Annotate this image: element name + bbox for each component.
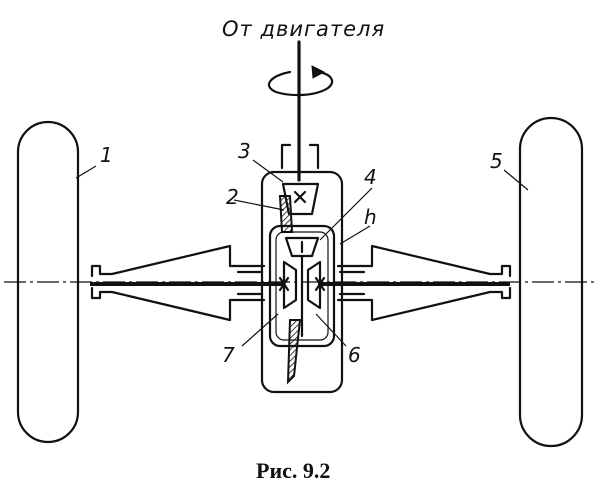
ring-gear bbox=[278, 195, 294, 233]
differential-housing bbox=[260, 170, 344, 394]
right-housing-flange bbox=[336, 254, 374, 312]
lower-ring-gear bbox=[286, 319, 302, 385]
differential-cage-inner bbox=[275, 231, 329, 341]
upper-satellite-gear bbox=[284, 236, 320, 258]
label-3: 3 bbox=[238, 139, 251, 163]
leader-lines bbox=[75, 159, 529, 347]
label-6: 6 bbox=[348, 343, 361, 367]
input-flange-right bbox=[308, 143, 320, 170]
diagram-title: От двигателя bbox=[222, 17, 385, 41]
rotation-arrow-icon bbox=[267, 65, 334, 97]
label-h: h bbox=[364, 205, 377, 229]
label-7: 7 bbox=[222, 343, 235, 367]
differential-cage bbox=[268, 224, 336, 348]
right-side-gear bbox=[306, 260, 326, 310]
left-housing-flange bbox=[228, 254, 266, 312]
label-5: 5 bbox=[490, 149, 503, 173]
figure-caption: Рис. 9.2 bbox=[256, 458, 330, 483]
label-2: 2 bbox=[226, 185, 239, 209]
label-1: 1 bbox=[100, 143, 113, 167]
left-side-gear bbox=[278, 260, 298, 310]
input-flange-left bbox=[280, 143, 292, 170]
right-axle-housing bbox=[370, 244, 512, 322]
left-axle-housing bbox=[90, 244, 232, 322]
label-4: 4 bbox=[364, 165, 377, 189]
